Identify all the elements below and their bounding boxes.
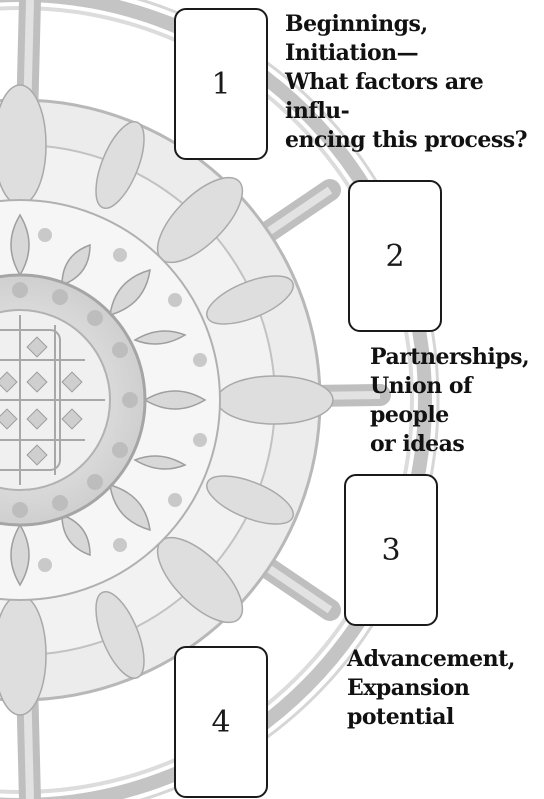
card-3-caption: Advancement, Expansion potential (347, 645, 537, 732)
card-slot-3: 3 (344, 474, 438, 626)
card-2-caption: Partnerships, Union of people or ideas (370, 343, 544, 459)
card-slot-4: 4 (174, 646, 268, 798)
card-number: 2 (385, 239, 404, 274)
card-1-caption: Beginnings, Initiation— What factors are… (285, 10, 543, 155)
card-number: 3 (381, 533, 400, 568)
card-number: 4 (211, 705, 230, 740)
card-number: 1 (211, 67, 230, 102)
card-slot-1: 1 (174, 8, 268, 160)
card-slot-2: 2 (348, 180, 442, 332)
